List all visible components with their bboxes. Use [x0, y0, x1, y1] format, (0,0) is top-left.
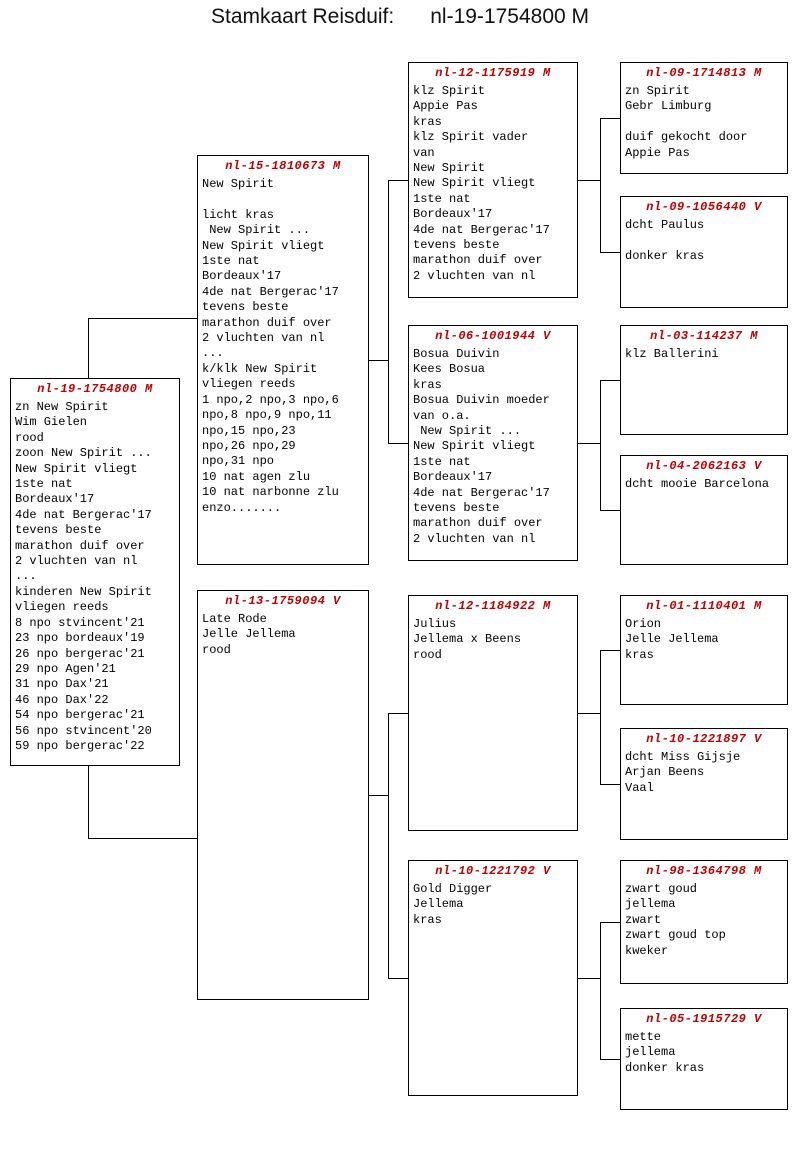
pedigree-notes: zn Spirit Gebr Limburg duif gekocht door…	[625, 84, 748, 160]
connector-line	[388, 443, 408, 444]
pedigree-notes: klz Spirit Appie Pas kras klz Spirit vad…	[413, 84, 550, 283]
pedigree-box-sire: nl-15-1810673 M New Spirit licht kras Ne…	[197, 155, 369, 565]
ring-number: nl-19-1754800 M	[37, 382, 153, 396]
pedigree-box-dam-dam: nl-10-1221792 V Gold Digger Jellema kras	[408, 860, 578, 1096]
connector-line	[600, 922, 620, 923]
ring-number: nl-09-1714813 M	[646, 66, 762, 80]
ring-number: nl-15-1810673 M	[225, 159, 341, 173]
connector-line	[388, 180, 389, 443]
connector-line	[88, 838, 197, 839]
pedigree-box-sire-dam-sire: nl-03-114237 M klz Ballerini	[620, 325, 788, 435]
connector-line	[600, 510, 620, 511]
connector-line	[388, 180, 408, 181]
pedigree-box-dam: nl-13-1759094 V Late Rode Jelle Jellema …	[197, 590, 369, 1000]
pedigree-notes: zwart goud jellema zwart zwart goud top …	[625, 882, 726, 958]
pedigree-box-sire-sire: nl-12-1175919 M klz Spirit Appie Pas kra…	[408, 62, 578, 298]
pedigree-notes: Orion Jelle Jellema kras	[625, 617, 719, 662]
pedigree-box-dam-dam-dam: nl-05-1915729 V mette jellema donker kra…	[620, 1008, 788, 1110]
pedigree-notes: Gold Digger Jellema kras	[413, 882, 493, 927]
connector-line	[578, 443, 600, 444]
ring-number: nl-12-1184922 M	[435, 599, 551, 613]
pedigree-box-sire-sire-dam: nl-09-1056440 V dcht Paulus donker kras	[620, 196, 788, 308]
connector-line	[600, 922, 601, 1059]
pedigree-box-sire-sire-sire: nl-09-1714813 M zn Spirit Gebr Limburg d…	[620, 62, 788, 174]
ring-number: nl-10-1221792 V	[435, 864, 551, 878]
connector-line	[369, 360, 389, 361]
pedigree-notes: mette jellema donker kras	[625, 1030, 705, 1075]
pedigree-notes: Bosua Duivin Kees Bosua kras Bosua Duivi…	[413, 347, 550, 546]
connector-line	[600, 650, 601, 784]
pedigree-notes: dcht Paulus donker kras	[625, 218, 705, 263]
pedigree-box-dam-sire-dam: nl-10-1221897 V dcht Miss Gijsje Arjan B…	[620, 728, 788, 840]
connector-line	[388, 713, 408, 714]
connector-line	[600, 118, 601, 252]
pedigree-notes: dcht mooie Barcelona	[625, 477, 770, 491]
connector-line	[88, 318, 89, 378]
pedigree-box-subject: nl-19-1754800 M zn New Spirit Wim Gielen…	[10, 378, 180, 766]
connector-line	[600, 252, 620, 253]
ring-number: nl-01-1110401 M	[646, 599, 762, 613]
connector-line	[578, 978, 600, 979]
page-title-label: Stamkaart Reisduif:	[210, 5, 395, 28]
connector-line	[578, 713, 600, 714]
connector-line	[88, 318, 197, 319]
ring-number: nl-06-1001944 V	[435, 329, 551, 343]
pedigree-box-sire-dam-dam: nl-04-2062163 V dcht mooie Barcelona	[620, 455, 788, 565]
ring-number: nl-09-1056440 V	[646, 200, 762, 214]
pedigree-notes: New Spirit licht kras New Spirit ... New…	[202, 177, 339, 515]
pedigree-box-dam-sire: nl-12-1184922 M Julius Jellema x Beens r…	[408, 595, 578, 831]
connector-line	[578, 180, 600, 181]
pedigree-box-dam-sire-sire: nl-01-1110401 M Orion Jelle Jellema kras	[620, 595, 788, 705]
pedigree-notes: dcht Miss Gijsje Arjan Beens Vaal	[625, 750, 741, 795]
connector-line	[600, 380, 601, 510]
connector-line	[388, 713, 389, 978]
ring-number: nl-05-1915729 V	[646, 1012, 762, 1026]
connector-line	[600, 380, 620, 381]
connector-line	[600, 118, 620, 119]
ring-number: nl-10-1221897 V	[646, 732, 762, 746]
ring-number: nl-13-1759094 V	[225, 594, 341, 608]
page-title-ring: nl-19-1754800 M	[430, 5, 590, 28]
pedigree-box-sire-dam: nl-06-1001944 V Bosua Duivin Kees Bosua …	[408, 325, 578, 561]
connector-line	[600, 650, 620, 651]
ring-number: nl-12-1175919 M	[435, 66, 551, 80]
page-title: Stamkaart Reisduif: nl-19-1754800 M	[0, 5, 800, 29]
pedigree-notes: zn New Spirit Wim Gielen rood zoon New S…	[15, 400, 152, 753]
connector-line	[600, 1059, 620, 1060]
pedigree-notes: klz Ballerini	[625, 347, 719, 361]
pedigree-box-dam-dam-sire: nl-98-1364798 M zwart goud jellema zwart…	[620, 860, 788, 984]
connector-line	[369, 795, 389, 796]
ring-number: nl-03-114237 M	[650, 329, 758, 343]
pedigree-notes: Julius Jellema x Beens rood	[413, 617, 522, 662]
pedigree-notes: Late Rode Jelle Jellema rood	[202, 612, 296, 657]
ring-number: nl-04-2062163 V	[646, 459, 762, 473]
connector-line	[388, 978, 408, 979]
connector-line	[88, 766, 89, 838]
connector-line	[600, 784, 620, 785]
ring-number: nl-98-1364798 M	[646, 864, 762, 878]
